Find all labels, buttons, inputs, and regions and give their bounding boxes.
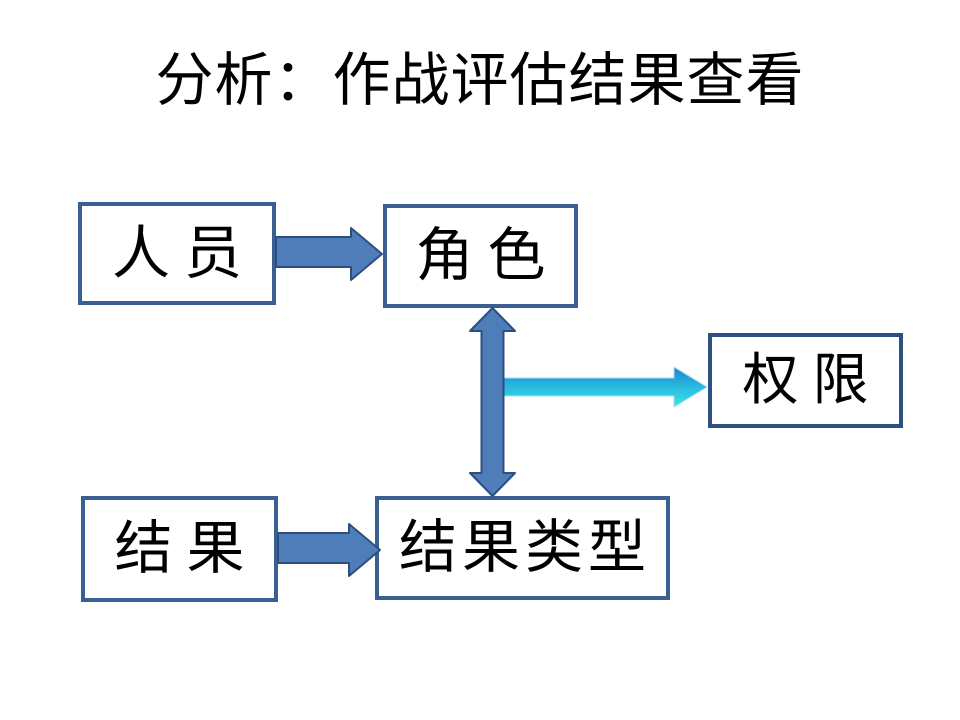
arrow-role-to-permission	[494, 366, 708, 408]
node-role: 角色	[383, 204, 578, 308]
node-personnel-label: 人员	[111, 220, 256, 286]
node-permission-label: 权限	[742, 349, 883, 412]
node-result-type-label: 结果类型	[398, 515, 651, 580]
arrow-role-result-type-double	[469, 307, 516, 497]
node-result-label: 结果	[114, 516, 259, 581]
node-personnel: 人员	[78, 202, 276, 305]
arrow-result-to-result-type	[277, 523, 381, 577]
slide-title: 分析：作战评估结果查看	[155, 48, 805, 113]
node-result: 结果	[81, 496, 278, 602]
arrow-personnel-to-role	[275, 227, 383, 281]
node-permission: 权限	[708, 333, 903, 428]
node-role-label: 角色	[415, 223, 560, 288]
node-result-type: 结果类型	[375, 496, 670, 600]
